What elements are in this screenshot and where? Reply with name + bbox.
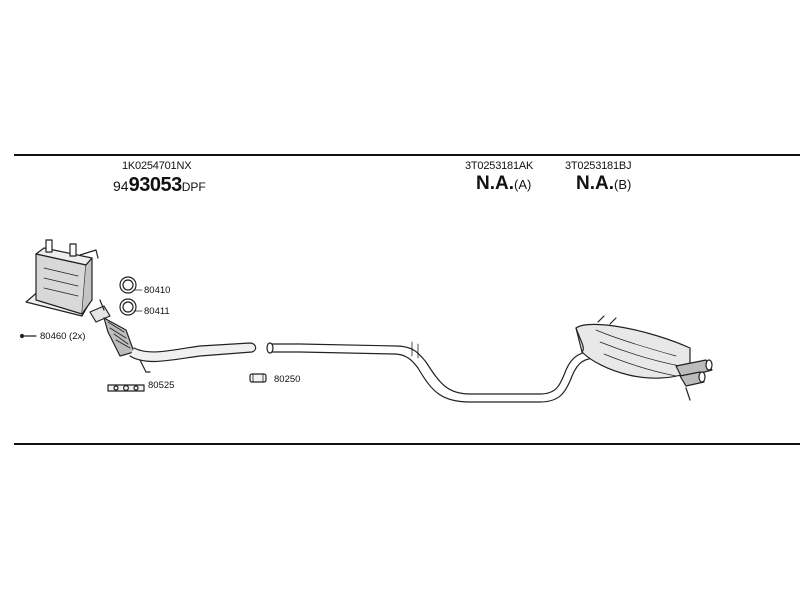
flange-gasket-icon [107, 384, 145, 392]
part-label-80525: 80525 [148, 380, 175, 391]
top-rule [14, 154, 800, 156]
middle-part-number: 3T0253181AK [465, 160, 534, 172]
dpf-unit [25, 239, 99, 317]
clamp-bolt-icon [19, 333, 37, 339]
gasket-rings [119, 276, 143, 316]
rear-status-text: N.A. [576, 173, 614, 194]
part-label-80411: 80411 [144, 306, 170, 317]
rear-variant: (B) [614, 177, 632, 192]
front-code-prefix: 94 [113, 178, 129, 194]
rear-status: N.A.(B) [576, 173, 631, 195]
part-label-80460: 80460 (2x) [40, 331, 86, 342]
middle-status: N.A.(A) [476, 173, 531, 195]
front-pipe [89, 299, 257, 373]
front-part-number: 1K0254701NX [122, 160, 192, 172]
front-code-suffix: DPF [181, 180, 206, 194]
bottom-rule [14, 443, 800, 445]
pipe-clamp-icon [249, 373, 267, 383]
rear-muffler [575, 315, 713, 401]
middle-variant: (A) [514, 177, 532, 192]
part-label-80250: 80250 [274, 374, 301, 385]
front-code-main: 93053 [128, 174, 183, 196]
rear-part-number: 3T0253181BJ [565, 160, 632, 172]
front-code: 9493053DPF [113, 174, 206, 197]
part-label-80410: 80410 [144, 285, 171, 296]
middle-pipe [266, 341, 599, 403]
middle-status-text: N.A. [476, 173, 514, 194]
